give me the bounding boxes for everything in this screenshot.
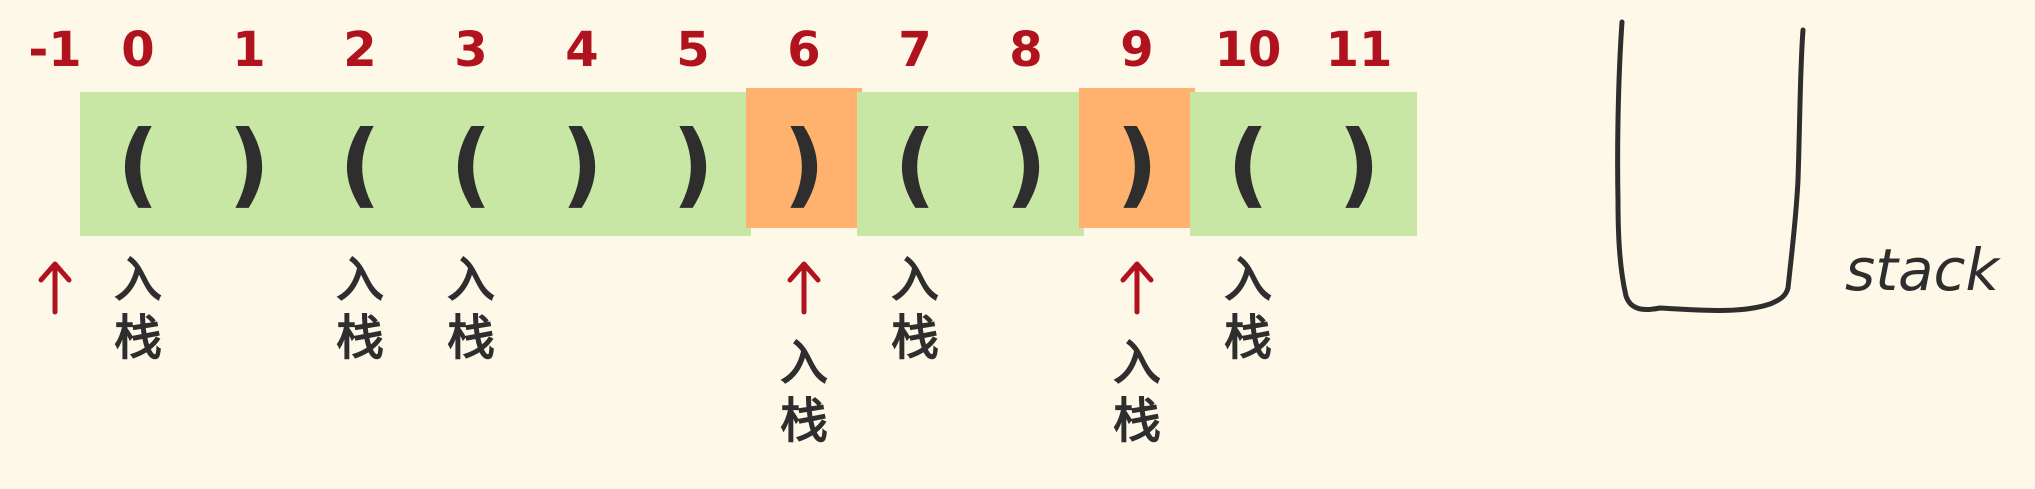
unmatched-cell [1079, 88, 1195, 228]
push-label-char: 栈 [780, 393, 828, 449]
paren-char: ) [1338, 111, 1380, 218]
matched-cell [80, 92, 196, 236]
paren-char: ) [783, 111, 825, 218]
paren-char: ( [1227, 111, 1269, 218]
push-label-char: 入 [336, 252, 384, 308]
index-label: 5 [676, 22, 709, 78]
push-label-char: 入 [1113, 335, 1161, 391]
index-label: 6 [787, 22, 820, 78]
pointer-arrowhead [1120, 261, 1154, 283]
paren-char: ( [117, 111, 159, 218]
push-label-char: 栈 [891, 310, 939, 366]
index-label: 10 [1215, 22, 1282, 78]
matched-cell [635, 92, 751, 236]
index-label: 3 [454, 22, 487, 78]
index-label: 4 [565, 22, 598, 78]
paren-char: ) [1116, 111, 1158, 218]
matched-cell [968, 92, 1084, 236]
paren-char: ) [561, 111, 603, 218]
push-label-char: 栈 [1113, 393, 1161, 449]
matched-cell [857, 92, 973, 236]
push-label-char: 入 [114, 252, 162, 308]
push-label-char: 入 [447, 252, 495, 308]
push-label-char: 入 [891, 252, 939, 308]
matched-cell [191, 92, 307, 236]
stack-container [1615, 19, 1806, 313]
matched-cell [413, 92, 529, 236]
push-label-char: 栈 [1224, 310, 1272, 366]
matched-cell [302, 92, 418, 236]
unmatched-cell [746, 88, 862, 228]
stack-label: stack [1845, 236, 2001, 304]
index-label: 1 [232, 22, 265, 78]
pointer-arrowhead [787, 261, 821, 283]
index-label: 7 [898, 22, 931, 78]
index-label: 0 [121, 22, 154, 78]
index-label: 8 [1009, 22, 1042, 78]
matched-cell [1190, 92, 1306, 236]
pointer-arrowhead [38, 261, 72, 283]
index-label: -1 [28, 22, 81, 78]
push-label-char: 入 [780, 335, 828, 391]
push-label-char: 栈 [447, 310, 495, 366]
index-label: 9 [1120, 22, 1153, 78]
push-label-char: 栈 [114, 310, 162, 366]
paren-char: ( [450, 111, 492, 218]
index-label: 2 [343, 22, 376, 78]
matched-cell [1301, 92, 1417, 236]
push-label-char: 栈 [336, 310, 384, 366]
index-label: 11 [1326, 22, 1393, 78]
paren-char: ( [894, 111, 936, 218]
paren-char: ) [1005, 111, 1047, 218]
matched-cell [524, 92, 640, 236]
push-label-char: 入 [1224, 252, 1272, 308]
paren-char: ( [339, 111, 381, 218]
paren-char: ) [672, 111, 714, 218]
paren-char: ) [228, 111, 270, 218]
